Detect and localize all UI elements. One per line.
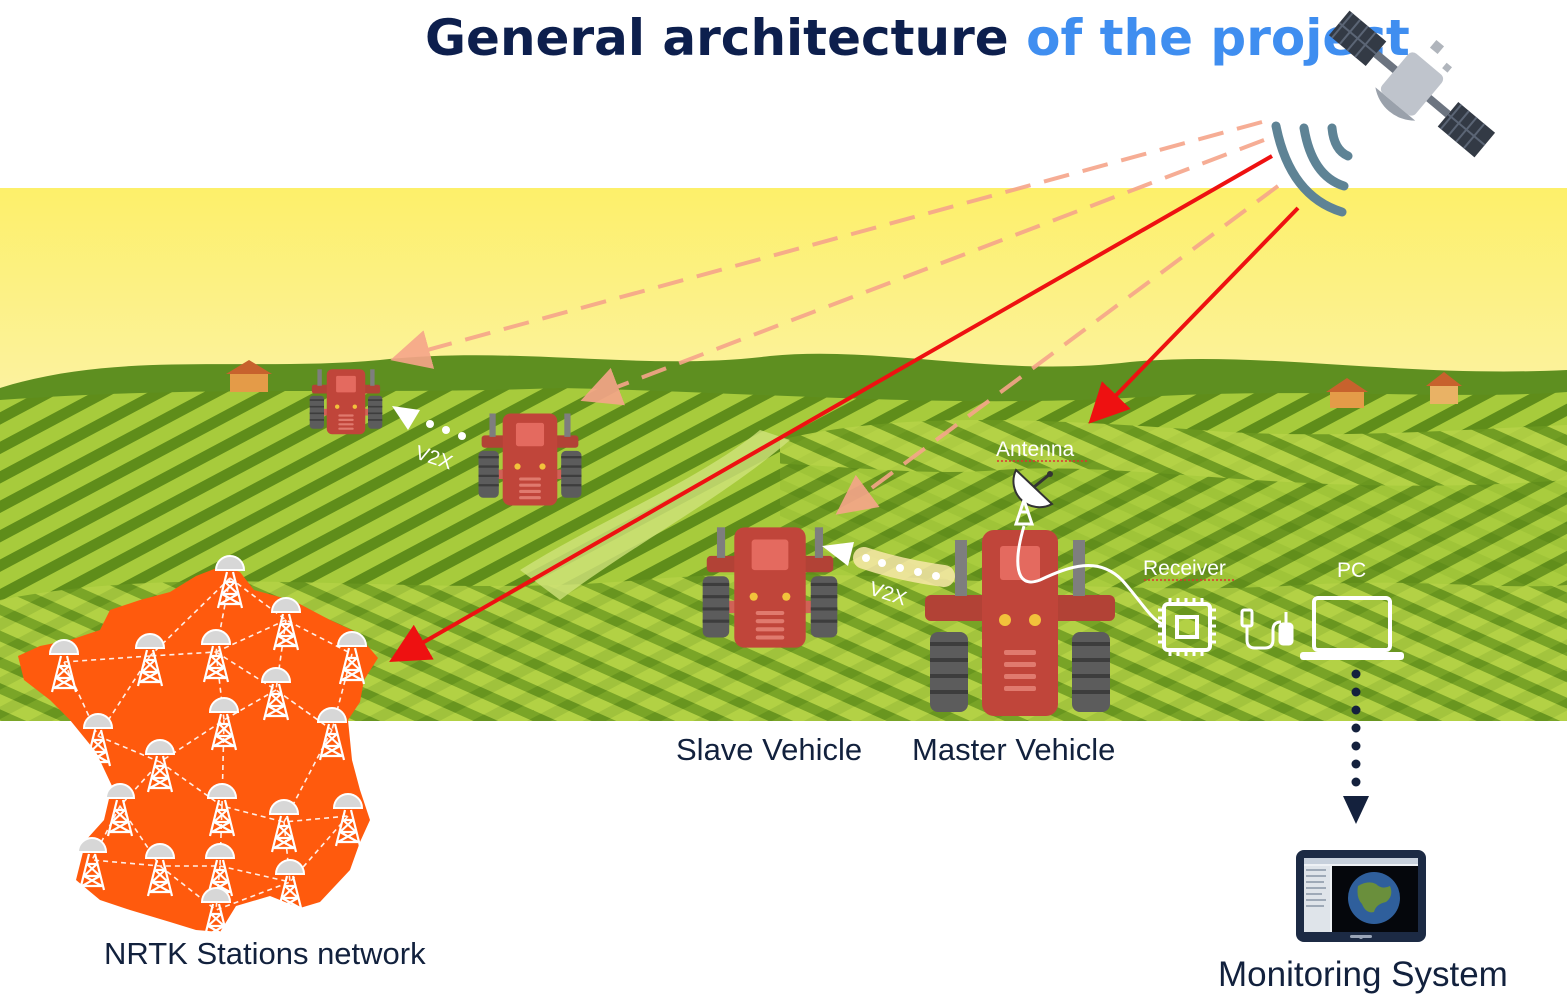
title: General architecture of the project: [425, 9, 1410, 67]
usb-cable-icon: [1240, 608, 1294, 650]
signal-faded-1: [390, 120, 1263, 369]
satellite-spark: [1442, 62, 1452, 73]
chip-icon: [1158, 598, 1216, 656]
laptop-icon: [1300, 596, 1404, 660]
signal-to-nrtk: [389, 154, 1273, 662]
v2x-link-left: [392, 406, 466, 440]
pc-to-monitoring-link: [1343, 669, 1369, 824]
satellite-icon: [1328, 10, 1496, 158]
antenna-cable: [1016, 525, 1163, 626]
monitoring-system-label: Monitoring System: [1218, 955, 1508, 994]
signal-faded-2: [580, 138, 1265, 406]
v2x-link-right: [822, 542, 955, 587]
slave-vehicle-label: Slave Vehicle: [676, 732, 862, 767]
master-vehicle-label: Master Vehicle: [912, 732, 1115, 767]
pc-label: PC: [1337, 559, 1366, 582]
gnss-signals: [389, 154, 1300, 662]
receiver-label: Receiver: [1143, 557, 1226, 580]
tractor-icon: [701, 525, 839, 650]
master-tractor-icon: [925, 530, 1115, 716]
tractor-icon: [308, 368, 384, 436]
antenna-dish-icon: [1012, 468, 1054, 526]
france-map-icon: [18, 554, 378, 942]
gnss-signals-faded: [390, 120, 1280, 515]
signal-faded-3: [835, 184, 1280, 515]
nrtk-network-label: NRTK Stations network: [104, 936, 426, 971]
tablet-icon: [1296, 850, 1426, 942]
antenna-label: Antenna: [996, 438, 1075, 461]
signal-to-master: [1088, 206, 1300, 424]
tractor-icon: [477, 412, 583, 507]
satellite-spark: [1429, 39, 1445, 55]
signal-waves-icon: [1271, 121, 1353, 217]
